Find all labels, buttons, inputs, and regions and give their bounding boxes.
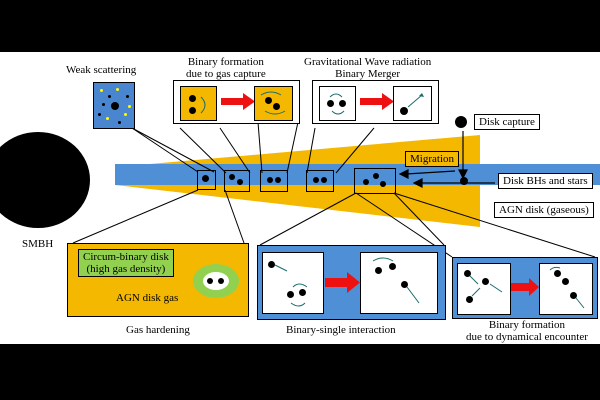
- scatter-particle: [126, 95, 129, 98]
- merger-before: [319, 86, 356, 121]
- disk-object: [202, 175, 209, 182]
- binary-formation-gas-label: Binary formation due to gas capture: [186, 56, 266, 80]
- scatter-particle: [102, 103, 105, 106]
- red-arrow: [360, 93, 394, 110]
- bh-dot: [189, 95, 196, 102]
- scatter-particle: [98, 113, 101, 116]
- bh-dot: [189, 107, 196, 114]
- weak-scattering-panel: [93, 82, 135, 129]
- smbh-disk: [0, 132, 90, 228]
- gw-radiation-label: Gravitational Wave radiation Binary Merg…: [304, 56, 432, 80]
- disk-object: [363, 179, 369, 185]
- bh-dot: [268, 261, 275, 268]
- encounter-after: [539, 263, 593, 315]
- bh-dot: [482, 278, 489, 285]
- gas-capture-before: [180, 86, 217, 121]
- bh-dot: [273, 103, 280, 110]
- disk-box-scatter: [197, 170, 216, 190]
- gw-merger-panel: [312, 80, 439, 124]
- red-arrow: [221, 93, 255, 110]
- merger-after: [393, 86, 432, 121]
- bh-dot: [375, 267, 382, 274]
- bh-dot: [562, 278, 569, 285]
- scatter-particle: [116, 88, 119, 91]
- bh-dot: [400, 107, 408, 115]
- smbh-label: SMBH: [22, 238, 54, 250]
- disk-box-interaction: [354, 168, 396, 194]
- disk-object: [380, 181, 386, 187]
- scatter-particle: [124, 113, 127, 116]
- disk-object: [373, 173, 379, 179]
- bh-dot: [265, 97, 272, 104]
- disk-box-binary: [224, 170, 250, 192]
- diagram-canvas: Weak scattering Binary formation due to …: [0, 52, 600, 344]
- disk-bhs-stars-label: Disk BHs and stars: [498, 173, 593, 189]
- agn-disk-gaseous-label: AGN disk (gaseous): [494, 202, 594, 218]
- disk-object: [321, 177, 327, 183]
- bh-dot: [218, 278, 224, 284]
- circum-binary-disk: [193, 264, 239, 298]
- disk-object: [267, 177, 273, 183]
- bh-dot: [464, 270, 471, 277]
- disk-object: [313, 177, 319, 183]
- binary-single-label: Binary-single interaction: [286, 324, 396, 336]
- bh-dot: [401, 281, 408, 288]
- diagram-geometry: [0, 116, 600, 258]
- binary-single-panel: [257, 245, 446, 320]
- bh-dot: [339, 100, 346, 107]
- central-object: [111, 102, 119, 110]
- scatter-particle: [100, 89, 103, 92]
- disk-bh-band: [115, 164, 600, 185]
- interaction-before: [262, 252, 324, 314]
- bh-dot: [287, 291, 294, 298]
- gas-hardening-panel: Circum-binary disk (high gas density) AG…: [67, 243, 249, 317]
- encounter-before: [457, 263, 511, 315]
- bh-dot: [554, 270, 561, 277]
- weak-scattering-label: Weak scattering: [66, 64, 137, 76]
- bh-dot: [570, 292, 577, 299]
- disk-capture-object: [455, 116, 467, 128]
- scatter-particle: [106, 117, 109, 120]
- binary-formation-gas-panel: [173, 80, 300, 124]
- captured-bh: [460, 177, 468, 185]
- bh-dot: [389, 263, 396, 270]
- gas-hardening-label: Gas hardening: [126, 324, 190, 336]
- disk-box-formation: [260, 170, 288, 192]
- bh-dot: [466, 296, 473, 303]
- binary-core: [203, 272, 229, 290]
- gas-capture-after: [254, 86, 293, 121]
- red-arrow: [511, 278, 539, 296]
- bh-dot: [327, 100, 334, 107]
- disk-object: [229, 174, 235, 180]
- disk-capture-label: Disk capture: [474, 114, 540, 130]
- binary-formation-dyn-label: Binary formation due to dynamical encoun…: [466, 319, 588, 343]
- disk-object: [237, 179, 243, 185]
- red-arrow: [325, 272, 360, 293]
- scatter-particle: [108, 95, 111, 98]
- interaction-after: [360, 252, 438, 314]
- bh-dot: [207, 278, 213, 284]
- binary-formation-dyn-panel: [452, 257, 598, 319]
- bh-dot: [299, 289, 306, 296]
- disk-object: [275, 177, 281, 183]
- scatter-particle: [128, 105, 131, 108]
- migration-label: Migration: [405, 151, 459, 167]
- disk-box-merger: [306, 170, 334, 192]
- circum-binary-disk-label: Circum-binary disk (high gas density): [78, 249, 174, 277]
- agn-disk-gas-label: AGN disk gas: [116, 292, 179, 304]
- scatter-particle: [118, 121, 121, 124]
